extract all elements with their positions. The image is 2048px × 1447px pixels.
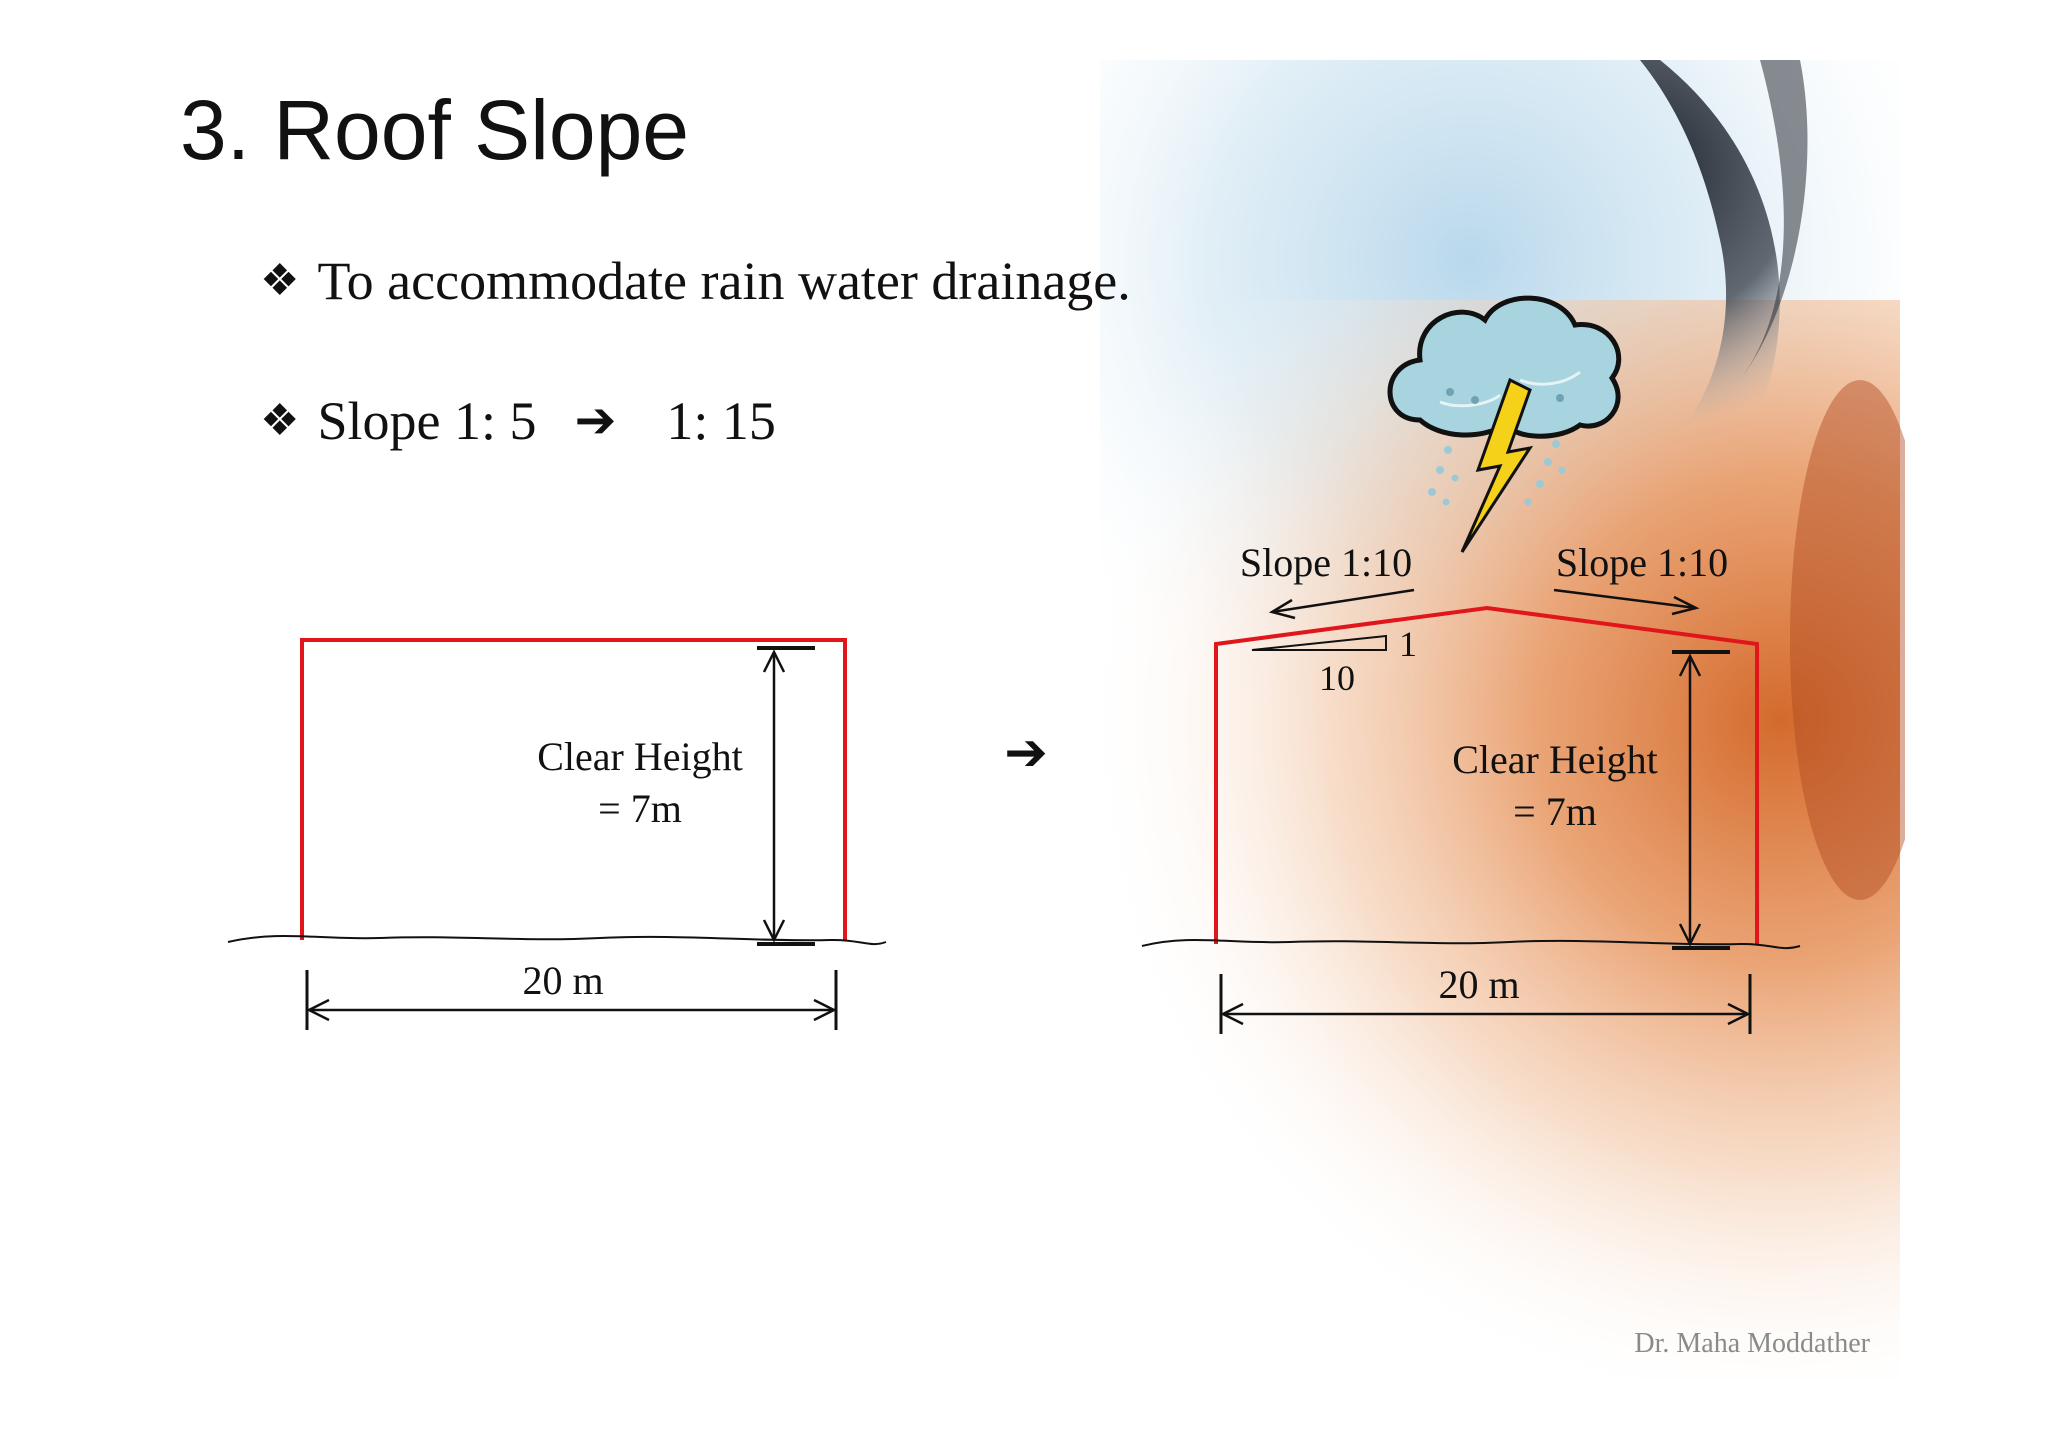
flat-roof-frame — [300, 638, 847, 940]
transition-arrow-icon: ➔ — [1004, 723, 1048, 783]
run-label: 10 — [1319, 658, 1355, 698]
bullet-slope-range: ❖ Slope 1: 5 ➔ 1: 15 — [260, 390, 776, 452]
clear-height-label: Clear Height — [1452, 737, 1658, 782]
diamond-bullet-icon: ❖ — [260, 256, 300, 305]
right-arrow-icon: ➔ — [574, 391, 617, 449]
storm-cloud-lightning-icon — [1387, 295, 1622, 553]
bullet-drainage: ❖ To accommodate rain water drainage. — [260, 250, 1131, 312]
slope-from-text: Slope 1: 5 — [317, 391, 537, 451]
ground-line — [227, 934, 887, 946]
page-title: 3. Roof Slope — [180, 83, 690, 177]
ground-line — [1141, 938, 1801, 950]
sloped-roof-diagram: 1 10 Slope 1:10 Slope 1:10 Clear Height … — [1141, 540, 1801, 1034]
sloped-roof-frame — [1214, 605, 1759, 944]
clear-height-value: = 7m — [598, 786, 682, 831]
clear-height-label: Clear Height — [537, 734, 743, 779]
rise-label: 1 — [1399, 624, 1417, 664]
slope-left-arrow — [1271, 588, 1415, 614]
width-label: 20 m — [522, 958, 603, 1003]
author-footer: Dr. Maha Moddather — [1634, 1328, 1870, 1359]
diamond-bullet-icon: ❖ — [260, 396, 300, 445]
flat-roof-diagram: Clear Height = 7m 20 m — [227, 638, 887, 1030]
width-label: 20 m — [1438, 962, 1519, 1007]
bullet-text: To accommodate rain water drainage. — [317, 251, 1131, 311]
clear-height-value: = 7m — [1513, 789, 1597, 834]
slope-right-arrow — [1553, 588, 1697, 610]
slope-to-text: 1: 15 — [666, 391, 776, 451]
slope-right-label: Slope 1:10 — [1556, 540, 1728, 585]
slope-left-label: Slope 1:10 — [1240, 540, 1412, 585]
slope-ratio-triangle — [1251, 634, 1387, 651]
